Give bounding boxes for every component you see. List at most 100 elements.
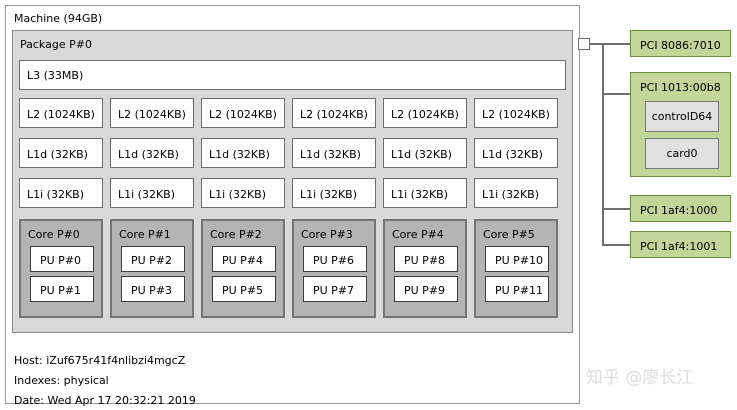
pci-device-box[interactable]: PCI 8086:7010	[630, 30, 731, 57]
core-box[interactable]: Core P#1 PU P#2 PU P#3	[110, 219, 194, 318]
l1d-cache-label: L1d (32KB)	[209, 148, 270, 161]
pci-device-label: PCI 8086:7010	[640, 39, 721, 52]
pu-box[interactable]: PU P#9	[394, 276, 458, 302]
pu-label: PU P#0	[40, 254, 82, 267]
l2-cache-box[interactable]: L2 (1024KB)	[201, 98, 285, 128]
l1d-cache-box[interactable]: L1d (32KB)	[19, 138, 103, 168]
l1i-cache-label: L1i (32KB)	[209, 188, 267, 201]
pu-box[interactable]: PU P#1	[30, 276, 94, 302]
os-device-box[interactable]: controlD64	[645, 101, 719, 132]
pu-box[interactable]: PU P#7	[303, 276, 367, 302]
core-label: Core P#2	[210, 228, 262, 241]
package-label: Package P#0	[20, 38, 92, 51]
pu-box[interactable]: PU P#6	[303, 246, 367, 272]
pci-device-label: PCI 1af4:1000	[640, 204, 718, 217]
core-label: Core P#1	[119, 228, 171, 241]
l1i-cache-label: L1i (32KB)	[27, 188, 85, 201]
l2-cache-label: L2 (1024KB)	[482, 108, 550, 121]
l2-cache-label: L2 (1024KB)	[118, 108, 186, 121]
host-bridge-icon[interactable]	[578, 38, 590, 50]
pu-label: PU P#1	[40, 284, 82, 297]
footer-box	[5, 345, 580, 404]
pu-box[interactable]: PU P#3	[121, 276, 185, 302]
l1d-cache-label: L1d (32KB)	[27, 148, 88, 161]
bridge-link	[590, 43, 604, 45]
pci-device-box[interactable]: PCI 1af4:1001	[630, 231, 731, 258]
l1d-cache-box[interactable]: L1d (32KB)	[292, 138, 376, 168]
os-device-label: controlD64	[651, 110, 713, 123]
pu-label: PU P#4	[222, 254, 264, 267]
core-label: Core P#4	[392, 228, 444, 241]
l2-cache-box[interactable]: L2 (1024KB)	[292, 98, 376, 128]
core-box[interactable]: Core P#3 PU P#6 PU P#7	[292, 219, 376, 318]
pci-device-label: PCI 1af4:1001	[640, 240, 718, 253]
pu-label: PU P#3	[131, 284, 173, 297]
machine-label: Machine (94GB)	[14, 12, 103, 25]
pu-box[interactable]: PU P#10	[485, 246, 549, 272]
l2-cache-box[interactable]: L2 (1024KB)	[383, 98, 467, 128]
pu-box[interactable]: PU P#8	[394, 246, 458, 272]
pci-device-label: PCI 1013:00b8	[640, 81, 721, 94]
l2-cache-label: L2 (1024KB)	[209, 108, 277, 121]
pci-branch-line	[602, 208, 630, 210]
pu-label: PU P#5	[222, 284, 264, 297]
core-box[interactable]: Core P#0 PU P#0 PU P#1	[19, 219, 103, 318]
l1d-cache-box[interactable]: L1d (32KB)	[474, 138, 558, 168]
l3-cache-box[interactable]	[19, 60, 566, 90]
pu-box[interactable]: PU P#4	[212, 246, 276, 272]
l1d-cache-box[interactable]: L1d (32KB)	[201, 138, 285, 168]
core-label: Core P#0	[28, 228, 80, 241]
pu-box[interactable]: PU P#5	[212, 276, 276, 302]
l2-cache-box[interactable]: L2 (1024KB)	[110, 98, 194, 128]
l1d-cache-label: L1d (32KB)	[118, 148, 179, 161]
core-box[interactable]: Core P#5 PU P#10 PU P#11	[474, 219, 558, 318]
l1i-cache-box[interactable]: L1i (32KB)	[474, 178, 558, 208]
l2-cache-label: L2 (1024KB)	[391, 108, 459, 121]
pu-box[interactable]: PU P#0	[30, 246, 94, 272]
footer-indexes: Indexes: physical	[14, 374, 109, 387]
l1d-cache-label: L1d (32KB)	[391, 148, 452, 161]
l2-cache-label: L2 (1024KB)	[27, 108, 95, 121]
footer-host: Host: iZuf675r41f4nlibzi4mgcZ	[14, 354, 186, 367]
pu-label: PU P#8	[404, 254, 446, 267]
core-label: Core P#3	[301, 228, 353, 241]
l1d-cache-box[interactable]: L1d (32KB)	[383, 138, 467, 168]
pci-trunk-line	[602, 43, 604, 245]
l1i-cache-box[interactable]: L1i (32KB)	[201, 178, 285, 208]
pu-label: PU P#2	[131, 254, 173, 267]
l1i-cache-box[interactable]: L1i (32KB)	[19, 178, 103, 208]
pu-label: PU P#10	[495, 254, 544, 267]
pu-label: PU P#9	[404, 284, 446, 297]
pci-device-box[interactable]: PCI 1af4:1000	[630, 195, 731, 222]
pu-box[interactable]: PU P#2	[121, 246, 185, 272]
l2-cache-box[interactable]: L2 (1024KB)	[19, 98, 103, 128]
l1d-cache-box[interactable]: L1d (32KB)	[110, 138, 194, 168]
l1i-cache-box[interactable]: L1i (32KB)	[292, 178, 376, 208]
pu-label: PU P#6	[313, 254, 355, 267]
pci-branch-line	[602, 244, 630, 246]
footer-date: Date: Wed Apr 17 20:32:21 2019	[14, 394, 196, 407]
l1i-cache-box[interactable]: L1i (32KB)	[110, 178, 194, 208]
l1i-cache-label: L1i (32KB)	[118, 188, 176, 201]
l3-cache-label: L3 (33MB)	[27, 69, 84, 82]
pci-device-box[interactable]: PCI 1013:00b8 controlD64 card0	[630, 72, 731, 177]
os-device-box[interactable]: card0	[645, 138, 719, 169]
l1i-cache-box[interactable]: L1i (32KB)	[383, 178, 467, 208]
l1i-cache-label: L1i (32KB)	[391, 188, 449, 201]
os-device-label: card0	[666, 147, 698, 160]
pci-branch-line	[602, 93, 630, 95]
l1d-cache-label: L1d (32KB)	[300, 148, 361, 161]
l2-cache-box[interactable]: L2 (1024KB)	[474, 98, 558, 128]
core-label: Core P#5	[483, 228, 535, 241]
pu-box[interactable]: PU P#11	[485, 276, 549, 302]
l1d-cache-label: L1d (32KB)	[482, 148, 543, 161]
pu-label: PU P#11	[495, 284, 544, 297]
core-box[interactable]: Core P#2 PU P#4 PU P#5	[201, 219, 285, 318]
l2-cache-label: L2 (1024KB)	[300, 108, 368, 121]
l1i-cache-label: L1i (32KB)	[482, 188, 540, 201]
pu-label: PU P#7	[313, 284, 355, 297]
pci-branch-line	[602, 43, 630, 45]
core-box[interactable]: Core P#4 PU P#8 PU P#9	[383, 219, 467, 318]
watermark: 知乎 @廖长江	[586, 368, 694, 388]
